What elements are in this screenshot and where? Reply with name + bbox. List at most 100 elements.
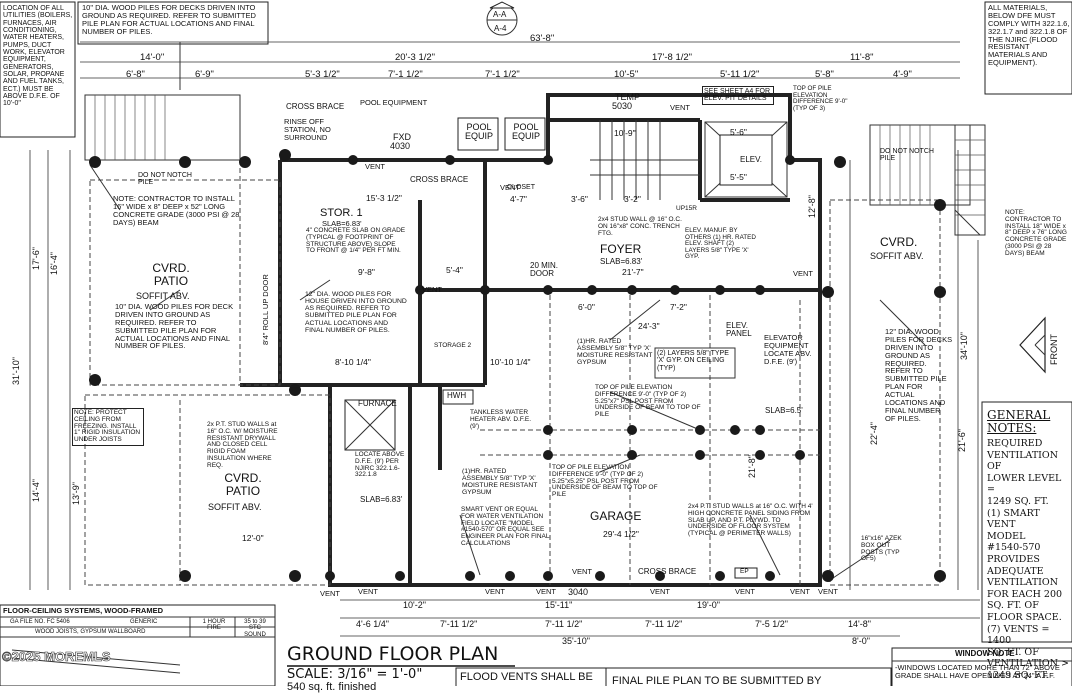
garage-slab-label: SLAB=6.5' — [765, 406, 803, 415]
dim-inner-5: 29'-4 1/2" — [603, 529, 639, 539]
general-note-line: VENTILATION OF — [987, 449, 1059, 473]
smart-vent-note: SMART VENT OR EQUAL FOR WATER VENTILATIO… — [461, 506, 550, 548]
final-pile-text: FINAL PILE PLAN TO BE SUBMITTED BY — [612, 675, 822, 687]
general-note-line: SQ. FT. OF — [987, 600, 1039, 612]
top-of-pile-beam-2-label: TOP OF PILE ELEVATION DIFFERENCE 9'-0" (… — [552, 464, 658, 499]
final-pile-box — [605, 667, 892, 686]
elev-panel-label: ELEV. PANEL — [726, 321, 752, 339]
dim-inner-6: 12'-0" — [242, 533, 264, 543]
dim-2-9: 4'-9" — [893, 69, 912, 80]
legend-file-no: GA FILE NO. FC 5406 — [10, 619, 70, 625]
window-note-box — [891, 647, 1072, 686]
furnace — [344, 389, 474, 451]
legend-joists: WOOD JOISTS, GYPSUM WALLBOARD — [35, 629, 146, 635]
closet-label: CLOSET — [507, 184, 536, 191]
stor-label: STOR. 1 — [320, 207, 363, 219]
general-note-line: ADEQUATE — [987, 565, 1044, 577]
vent-label: VENT — [670, 103, 691, 112]
house-piles-note: 12" DIA. WOOD PILES FOR HOUSE DRIVEN INT… — [305, 291, 407, 334]
vent-label: VENT — [650, 587, 671, 596]
cross-brace-1-label: CROSS BRACE — [286, 102, 345, 111]
pool-equipment — [457, 117, 546, 151]
dim-bottom-2: 7'-11 1/2" — [440, 619, 478, 629]
materials-note: ALL MATERIALS, BELOW DFE MUST COMPLY WIT… — [988, 3, 1070, 68]
vent-label: VENT — [358, 587, 379, 596]
general-note-line: FOR EACH 200 — [987, 588, 1063, 600]
top-piles-note-frame — [77, 1, 269, 45]
dim-2-5: 7'-1 1/2" — [485, 69, 520, 80]
legend-table-grid — [0, 604, 276, 686]
deck-piles-right-note: 12" DIA. WOOD PILES FOR DECKS DRIVEN INT… — [885, 327, 953, 423]
general-note-line: LOWER LEVEL = — [987, 472, 1062, 496]
temp-label: TEMP — [615, 92, 641, 102]
dim-inner-15: 5'-5" — [730, 172, 747, 182]
elev-manuf-label: ELEV. MANUF. BY OTHERS (1) HR. RATED ELE… — [685, 227, 756, 261]
dim-top-1: 14'-0" — [140, 52, 164, 63]
general-notes-heading: GENERAL NOTES: — [987, 408, 1051, 435]
fxd-label: FXD — [393, 132, 411, 142]
legend-fire: 1 HOUR FIRE — [202, 619, 226, 632]
plan-area: 540 sq. ft. finished — [287, 681, 377, 693]
ep-box — [734, 567, 758, 579]
fxd-size-label: 4030 — [390, 141, 411, 151]
dim-bottom-5: 7'-5 1/2" — [755, 619, 788, 629]
dim-left-3: 31'-10" — [11, 357, 21, 385]
dim-bottom-8: 15'-11" — [545, 600, 573, 610]
dim-right-2: 34'-10" — [959, 332, 969, 360]
plan-title: GROUND FLOOR PLAN — [287, 643, 499, 665]
vent-label: VENT — [320, 589, 341, 598]
dim-bottom-9: 19'-0" — [697, 600, 720, 610]
dim-inner-11: 4'-7" — [510, 194, 527, 204]
storage2-label: STORAGE 2 — [434, 342, 472, 349]
dim-inner-4: 24'-3" — [638, 321, 660, 331]
side-dimensions — [29, 150, 980, 637]
layers-58-label: (2) LAYERS 5/8" TYPE 'X' GYP. ON CEILING… — [657, 350, 729, 372]
dim-top-4: 11'-8" — [850, 52, 874, 63]
pool-equip-1-label: POOL EQUIP — [464, 122, 493, 142]
vent-label: VENT — [790, 587, 811, 596]
flood-vents-text: FLOOD VENTS SHALL BE — [460, 671, 593, 683]
dim-right-1: 12'-8" — [807, 195, 817, 218]
elevator-shaft — [704, 121, 788, 198]
hr-rated-1-label: (1)HR. RATED ASSEMBLY 5/8" TYP 'X' MOIST… — [577, 338, 653, 367]
elevator-equipment-note: ELEVATOR EQUIPMENT LOCATE ABV. D.F.E. (9… — [764, 333, 812, 366]
section-marker: A-A A-4 — [486, 1, 518, 36]
no-notch-right-label: DO NOT NOTCH PILE — [880, 148, 934, 163]
dim-right-3: 22'-4" — [869, 422, 879, 445]
foyer-slab-label: SLAB=6.83' — [600, 257, 643, 266]
legend-sound: 35 to 39 STC SOUND — [244, 619, 266, 638]
dim-bottom-total: 35'-10" — [562, 636, 590, 646]
general-note-line: (1) SMART VENT — [987, 507, 1040, 531]
window-note-text: -WINDOWS LOCATED MORE THAN 72" ABOVE GRA… — [895, 663, 1060, 680]
ep-label: EP — [740, 568, 749, 575]
general-note-line: #1540-570 — [987, 542, 1041, 554]
vent-label: VENT — [818, 587, 839, 596]
protect-ceiling-note: NOTE: PROTECT CEILING FROM FREEZING. INS… — [72, 408, 144, 447]
dim-inner-16: 10'-9" — [614, 128, 636, 138]
dim-inner-12: 3'-6" — [571, 194, 588, 204]
dim-2-8: 5'-8" — [815, 69, 834, 80]
stor-slab-label: SLAB=6.83' — [322, 219, 362, 228]
general-note-line: SQ. FT. OF — [987, 646, 1039, 658]
concrete-panel-note: 2x4 P.T. STUD WALLS at 16" O.C. WITH 4' … — [688, 503, 813, 538]
dim-inner-1: 15'-3 1/2" — [366, 193, 402, 203]
general-note-line: PROVIDES — [987, 553, 1040, 565]
deck-top-right — [869, 124, 986, 236]
cvrd-right-label: CVRD. — [880, 235, 918, 249]
general-notes-list: REQUIRED VENTILATION OF LOWER LEVEL = 12… — [987, 438, 1071, 681]
up-label: UP15R — [676, 205, 697, 212]
general-note-line: 1249 SQ. FT. — [987, 669, 1049, 681]
tankless-label: TANKLESS WATER HEATER ABV. D.F.E. (9') — [470, 409, 532, 430]
soffit-bottom-label: SOFFIT ABV. — [208, 502, 262, 512]
dim-2-3: 5'-3 1/2" — [305, 69, 340, 80]
no-notch-left-label: DO NOT NOTCH PILE — [138, 172, 192, 187]
section-letter: A-A — [493, 10, 507, 19]
cvrd-patio-top-label: CVRD. PATIO — [152, 261, 190, 288]
watermark: ©2025 MOREMLS — [2, 649, 111, 664]
dim-inner-14: 5'-6" — [730, 127, 747, 137]
dim-left-5: 13'-9" — [71, 482, 81, 505]
top-of-pile-elev-label: TOP OF PILE ELEVATION DIFFERENCE 9'-0" (… — [793, 85, 848, 112]
dim-inner-2: 9'-8" — [358, 267, 375, 277]
patio-outlines — [84, 160, 941, 586]
elev-label: ELEV. — [740, 155, 762, 164]
